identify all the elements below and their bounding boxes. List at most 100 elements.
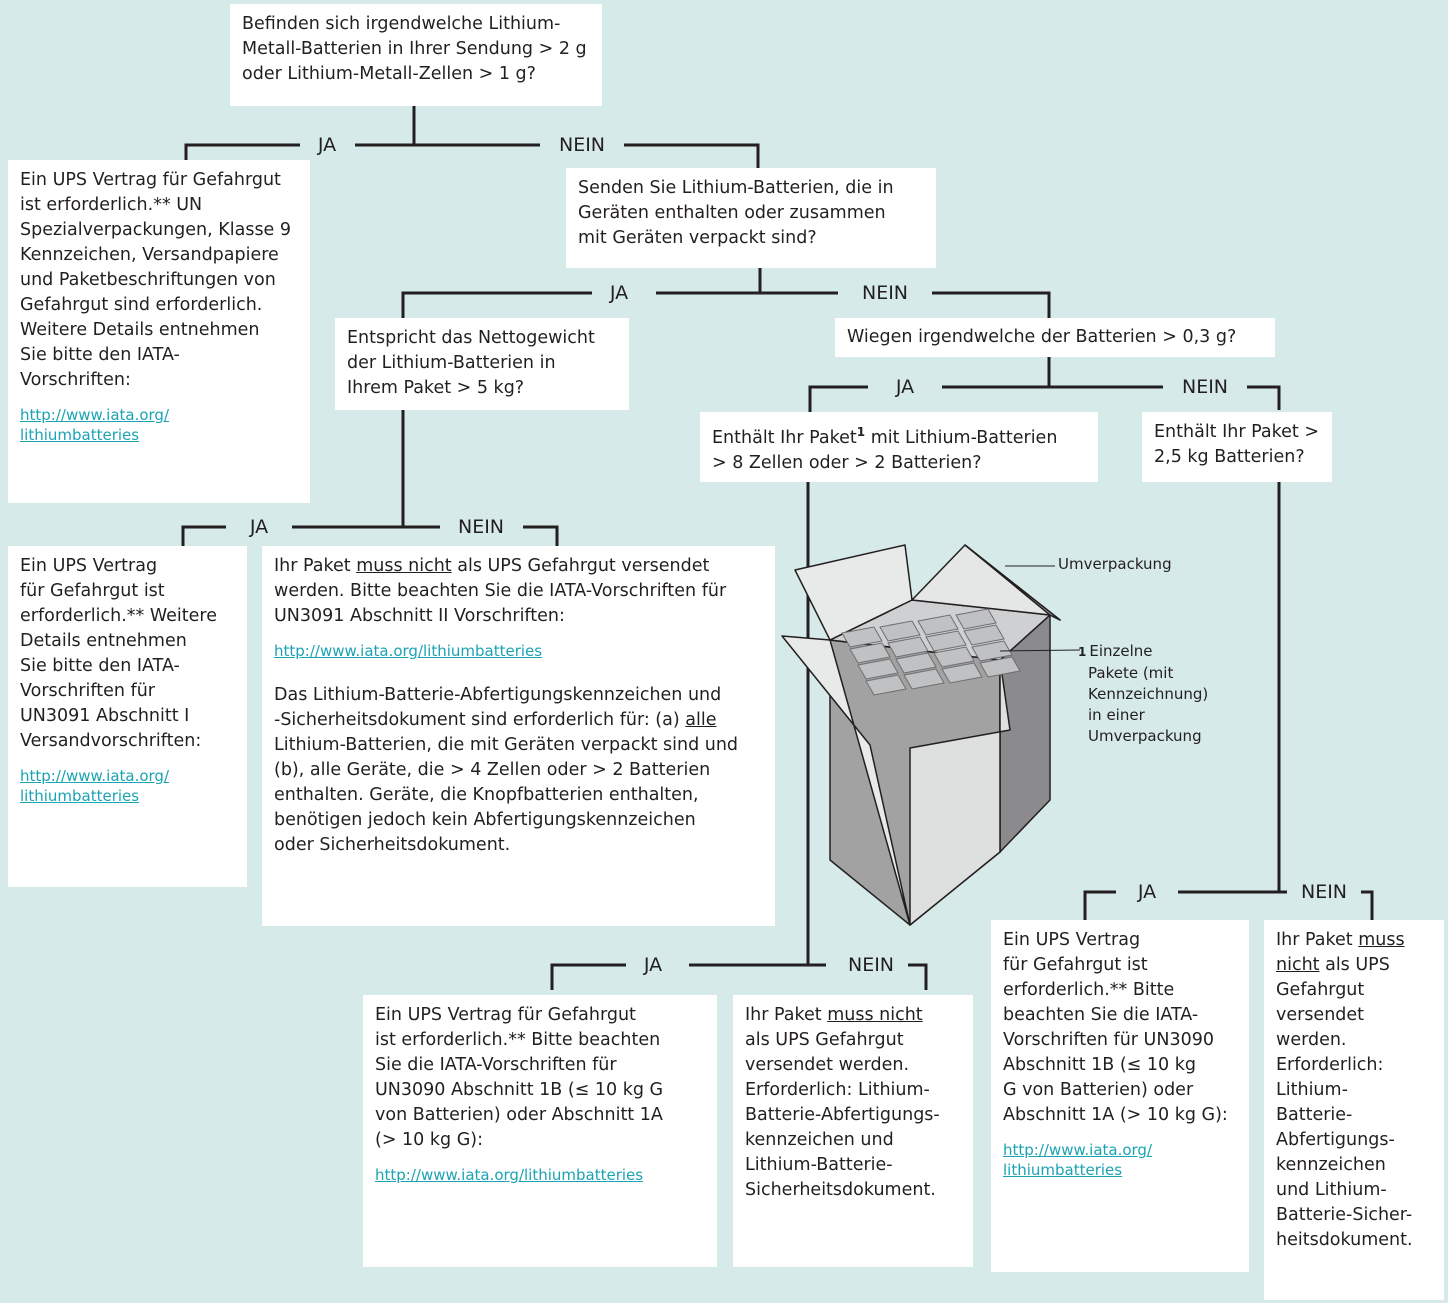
a5-line: als UPS Gefahrgut (745, 1030, 904, 1050)
package-cell (917, 614, 959, 636)
q3-line: Entspricht das Nettogewicht (347, 328, 595, 348)
q2-line: Geräten enthalten oder zusammen (578, 203, 886, 223)
a7-emphasis: nicht (1276, 955, 1320, 975)
package-cell (903, 668, 945, 690)
a2-line: erforderlich.** Weitere (20, 606, 217, 626)
q5-line: > 8 Zellen oder > 2 Batterien? (712, 452, 982, 473)
a2-line: Details entnehmen (20, 631, 187, 651)
a5-line: versendet werden. (745, 1055, 910, 1075)
package-cell (887, 636, 929, 658)
a3-text: als UPS Gefahrgut versendet (451, 556, 710, 576)
label-ja: JA (1123, 879, 1171, 905)
package-cell (849, 642, 891, 664)
q2-line: Senden Sie Lithium-Batterien, die in (578, 178, 894, 198)
answer-un3091-section-2: Ihr Paket muss nicht als UPS Gefahrgut v… (262, 546, 775, 926)
a7-line: Abfertigungs- (1276, 1130, 1395, 1150)
a6-line: für Gefahrgut ist (1003, 955, 1148, 975)
answer-un3090-contract-a: Ein UPS Vertrag für Gefahrgut ist erford… (363, 995, 717, 1267)
q1-line: oder Lithium-Metall-Zellen > 1 g? (242, 64, 536, 84)
annotation-line: Umverpackung (1088, 727, 1202, 745)
a1-line: Ein UPS Vertrag für Gefahrgut (20, 170, 281, 190)
label-nein: NEIN (544, 132, 620, 158)
iata-link[interactable]: http://www.iata.org/lithiumbatteries (1003, 1141, 1153, 1179)
a7-line: versendet (1276, 1005, 1365, 1025)
a3-line: benötigen jedoch kein Abfertigungskennze… (274, 810, 696, 830)
q3-line: der Lithium-Batterien in (347, 353, 556, 373)
answer-no-dangerous-goods-b: Ihr Paket muss nicht als UPS Gefahrgut v… (1264, 920, 1444, 1300)
a3-line: Das Lithium-Batterie-Abfertigungskennzei… (274, 685, 722, 705)
annotation-line: in einer (1088, 706, 1145, 724)
question-net-weight: Entspricht das Nettogewicht der Lithium-… (335, 318, 629, 410)
a3-emphasis: muss nicht (356, 556, 452, 576)
a6-line: Vorschriften für UN3090 (1003, 1030, 1214, 1050)
q2-line: mit Geräten verpackt sind? (578, 228, 817, 248)
a7-emphasis: muss (1358, 930, 1405, 950)
package-cell (971, 640, 1013, 662)
package-cell (865, 674, 907, 696)
a7-line: und Lithium- (1276, 1180, 1387, 1200)
a3-line: werden. Bitte beachten Sie die IATA-Vors… (274, 581, 727, 601)
answer-un3091-section-1: Ein UPS Vertrag für Gefahrgut ist erford… (8, 546, 247, 887)
answer-no-dangerous-goods-a: Ihr Paket muss nicht als UPS Gefahrgut v… (733, 995, 973, 1267)
a4-line: ist erforderlich.** Bitte beachten (375, 1030, 661, 1050)
q1-line: Befinden sich irgendwelche Lithium- (242, 14, 561, 34)
a1-line: Spezialverpackungen, Klasse 9 (20, 220, 292, 240)
a3-emphasis: alle (685, 710, 717, 730)
annotation-line: Pakete (mit (1088, 664, 1174, 682)
a3-line: oder Sicherheitsdokument. (274, 835, 511, 855)
answer-un3090-contract-b: Ein UPS Vertrag für Gefahrgut ist erford… (991, 920, 1249, 1272)
question-lithium-metal: Befinden sich irgendwelche Lithium- Meta… (230, 4, 602, 106)
q4-text: Wiegen irgendwelche der Batterien > 0,3 … (847, 327, 1237, 347)
a7-line: kennzeichen (1276, 1155, 1386, 1175)
a5-line: Sicherheitsdokument. (745, 1180, 936, 1200)
a2-line: Versandvorschriften: (20, 731, 202, 751)
a4-line: Ein UPS Vertrag für Gefahrgut (375, 1005, 636, 1025)
a1-line: Sie bitte den IATA- (20, 345, 180, 365)
a3-line: UN3091 Abschnitt II Vorschriften: (274, 606, 565, 626)
a6-line: Abschnitt 1A (> 10 kg G): (1003, 1105, 1228, 1125)
question-battery-weight: Wiegen irgendwelche der Batterien > 0,3 … (835, 318, 1275, 357)
iata-link[interactable]: http://www.iata.org/lithiumbatteries (274, 642, 543, 660)
package-cell (941, 662, 983, 684)
a7-line: werden. (1276, 1030, 1347, 1050)
a7-text: als UPS (1319, 955, 1390, 975)
package-cell (857, 658, 899, 680)
label-nein: NEIN (833, 952, 909, 978)
package-cell (979, 656, 1021, 678)
q5-text: mit Lithium-Batterien (865, 427, 1058, 448)
package-cell (933, 646, 975, 668)
a6-line: G von Batterien) oder (1003, 1080, 1194, 1100)
iata-link[interactable]: http://www.iata.org/lithiumbatteries (20, 406, 170, 444)
footnote-marker: 1 (1078, 645, 1087, 659)
iata-link[interactable]: http://www.iata.org/lithiumbatteries (20, 767, 170, 805)
label-ja: JA (303, 132, 351, 158)
a1-line: Vorschriften: (20, 370, 131, 390)
q6-line: Enthält Ihr Paket > (1154, 422, 1319, 442)
a1-line: Gefahrgut sind erforderlich. (20, 295, 263, 315)
a4-line: Sie die IATA-Vorschriften für (375, 1055, 617, 1075)
q6-line: 2,5 kg Batterien? (1154, 447, 1305, 467)
label-ja: JA (881, 374, 929, 400)
a6-line: Abschnitt 1B (≤ 10 kg (1003, 1055, 1196, 1075)
a1-line: Weitere Details entnehmen (20, 320, 260, 340)
label-ja: JA (235, 514, 283, 540)
q1-line: Metall-Batterien in Ihrer Sendung > 2 g (242, 39, 587, 59)
package-cell (925, 630, 967, 652)
a2-line: UN3091 Abschnitt I (20, 706, 190, 726)
label-nein: NEIN (847, 280, 923, 306)
label-nein: NEIN (443, 514, 519, 540)
question-cells-count: Enthält Ihr Paket1 mit Lithium-Batterien… (700, 412, 1098, 482)
package-cell (955, 608, 997, 630)
a2-line: Sie bitte den IATA- (20, 656, 180, 676)
a2-line: für Gefahrgut ist (20, 581, 165, 601)
a4-line: (> 10 kg G): (375, 1130, 483, 1150)
a2-line: Ein UPS Vertrag (20, 556, 158, 576)
a7-line: heitsdokument. (1276, 1230, 1413, 1250)
iata-link[interactable]: http://www.iata.org/lithiumbatteries (375, 1166, 644, 1184)
annotation-line: Einzelne (1089, 642, 1153, 660)
package-cell (963, 624, 1005, 646)
a6-line: erforderlich.** Bitte (1003, 980, 1175, 1000)
a7-line: Batterie-Sicher- (1276, 1205, 1413, 1225)
package-cell (841, 626, 883, 648)
